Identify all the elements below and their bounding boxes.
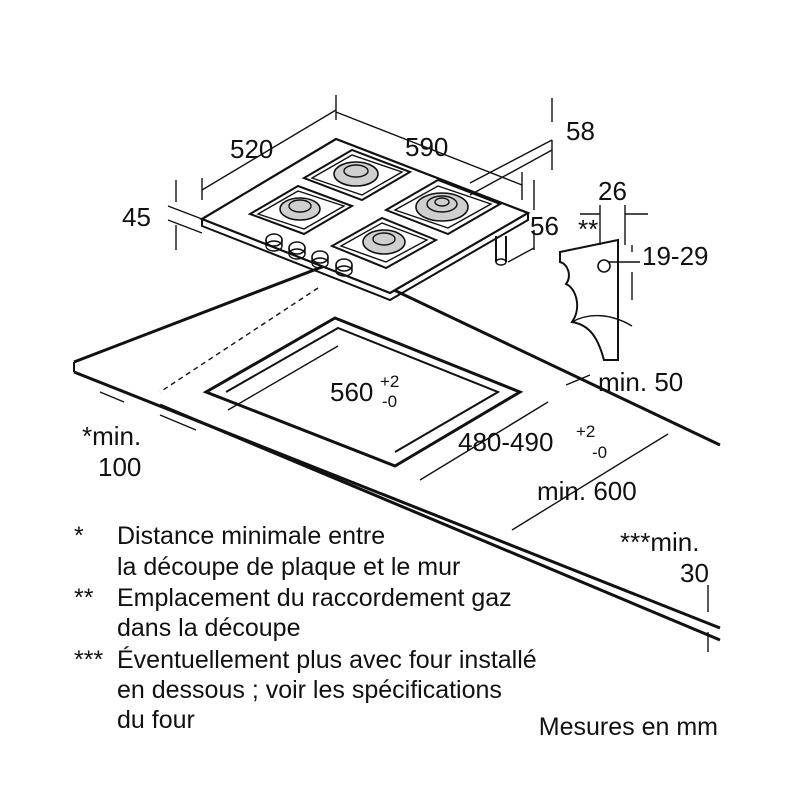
label-hob-width: 590 <box>405 132 448 162</box>
label-connection-height: 19-29 <box>642 241 709 271</box>
cutout-inner-edge <box>225 326 501 453</box>
note-3-line-3: du four <box>117 706 195 734</box>
label-hob-height: 45 <box>122 202 151 232</box>
note-2-line-1: Emplacement du raccordement gaz <box>117 584 512 612</box>
projection-line <box>159 287 319 393</box>
label-cutout-width-tol-plus: +2 <box>380 372 399 391</box>
dim-line-480-490 <box>419 401 549 481</box>
note-2-marker: ** <box>74 584 94 612</box>
burner-front <box>329 216 439 270</box>
note-1-marker: * <box>74 522 84 550</box>
label-cutout-width: 560 <box>330 377 373 407</box>
label-worktop-min: min. 600 <box>537 476 637 506</box>
knob-2 <box>288 241 306 260</box>
dim-line-520 <box>201 109 337 191</box>
cutout <box>202 316 524 468</box>
label-side-min: *min. <box>82 421 141 451</box>
knob-1 <box>265 233 283 252</box>
label-under-min-value: 30 <box>680 558 709 588</box>
note-1-line-1: Distance minimale entre <box>117 522 385 550</box>
dim-line-26 <box>599 205 626 245</box>
dim-line-min-600 <box>511 433 669 531</box>
notes: * Distance minimale entre la découpe de … <box>74 522 537 734</box>
burner-rear-left <box>301 148 413 202</box>
burner-right-wok <box>383 178 503 236</box>
label-cutout-depth-tol-plus: +2 <box>576 422 595 441</box>
label-cutout-width-tol-minus: -0 <box>382 392 397 411</box>
note-2-line-2: dans la découpe <box>117 614 300 642</box>
label-side-min-value: 100 <box>98 452 141 482</box>
dim-line-560 <box>227 345 339 411</box>
dimension-lines <box>99 95 709 652</box>
burner-left <box>247 184 355 236</box>
connection-point-icon <box>597 259 611 273</box>
gas-connection-stub <box>495 236 507 262</box>
label-connection-width: 26 <box>598 176 627 206</box>
control-knobs <box>265 233 353 277</box>
connection-curve <box>571 314 633 327</box>
dim-line-590 <box>335 111 523 186</box>
label-cutout-depth-tol-minus: -0 <box>592 443 607 462</box>
note-3-line-2: en dessous ; voir les spécifications <box>117 676 502 704</box>
dim-line-min-50 <box>565 374 591 386</box>
hob-glass-edge <box>201 213 529 302</box>
knob-4 <box>335 258 353 277</box>
hob <box>199 137 531 302</box>
label-hob-depth: 520 <box>230 134 273 164</box>
note-1-line-2: la découpe de plaque et le mur <box>117 553 460 581</box>
gas-connection-detail <box>559 238 633 361</box>
units-label: Mesures en mm <box>539 713 718 741</box>
label-under-min: ***min. <box>620 527 699 557</box>
knob-3 <box>311 250 329 269</box>
label-connection-marker: ** <box>578 214 598 244</box>
label-cutout-depth: 480-490 <box>458 427 553 457</box>
note-3-marker: *** <box>74 646 103 674</box>
note-3-line-1: Éventuellement plus avec four installé <box>117 645 537 674</box>
label-wall-min: min. 50 <box>598 367 683 397</box>
connection-profile <box>559 238 619 361</box>
label-knob-offset: 58 <box>566 116 595 146</box>
worktop-front-edge-lower <box>159 403 721 642</box>
dim-line-min-100 <box>99 391 197 431</box>
label-rear-clearance: 56 <box>530 211 559 241</box>
cutout-outer <box>202 316 524 468</box>
